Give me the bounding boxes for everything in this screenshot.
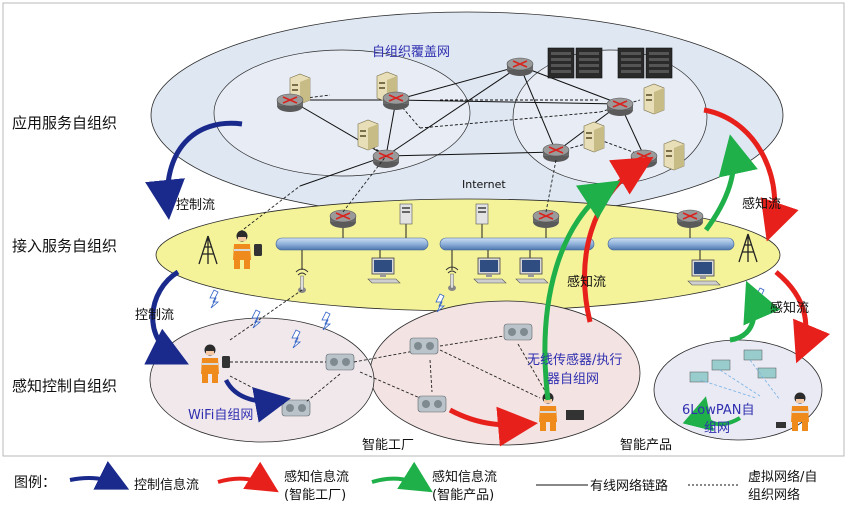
- router-icon: [329, 209, 357, 229]
- sensing-flow-factory-overlay: [703, 107, 799, 242]
- sensor-node-icon: [711, 359, 731, 371]
- lowpan-network-label-line2: 组网: [704, 421, 730, 436]
- laptop-icon: [566, 410, 584, 420]
- access-backbone-pipe: [607, 237, 735, 251]
- router-icon: [276, 93, 304, 113]
- server-rack-icon: [575, 47, 603, 79]
- router-icon: [372, 149, 400, 169]
- legend: 图例： 控制信息流 感知信息流 (智能工厂) 感知信息流 (智能产品) 有线网络…: [14, 460, 817, 503]
- control-flow-label: 控制流: [135, 308, 174, 323]
- server-icon: [475, 203, 489, 225]
- machine-icon: [281, 399, 311, 417]
- wireless-link-icon: [209, 289, 219, 309]
- wifi-ellipse: [149, 317, 375, 443]
- sensing-flow-product-overlay: [703, 134, 758, 232]
- smart-product-label: 智能产品: [620, 438, 672, 453]
- legend-control-arrow: [69, 460, 130, 490]
- virtual-uplinks: [229, 155, 557, 341]
- router-icon: [382, 91, 410, 111]
- wsn-network-label-line2: 器自组网: [547, 372, 599, 387]
- server-icon: [663, 139, 685, 171]
- machine-icon: [417, 395, 447, 413]
- access-backbone-pipe: [275, 237, 429, 251]
- server-rack-icon: [617, 47, 645, 79]
- factory-virtual-links: [359, 335, 549, 399]
- sensor-node-icon: [757, 367, 777, 379]
- sensing-flow-label: 感知流: [567, 274, 606, 290]
- layer-label-access: 接入服务自组织: [12, 237, 117, 255]
- legend-title: 图例：: [14, 475, 56, 491]
- legend-factory-label-line2: (智能工厂): [284, 488, 346, 503]
- legend-virtual-label-line1: 虚拟网络/自: [748, 469, 817, 485]
- phone-icon: [254, 244, 262, 256]
- sensing-flow-label: 感知流: [770, 300, 809, 316]
- router-icon: [506, 57, 534, 77]
- machine-icon: [409, 337, 439, 355]
- sensing-flow-factory-lowpan: [774, 270, 830, 364]
- sensor-node-icon: [743, 349, 763, 361]
- machine-icon: [325, 353, 355, 371]
- lowpan-virtual-links: [699, 359, 781, 401]
- overlay-left-ellipse: [213, 49, 471, 177]
- control-flow-arrow-wifi: [223, 378, 291, 423]
- legend-factory-label-line1: 感知信息流: [284, 469, 349, 485]
- sensing-flow-product-access: [729, 280, 781, 343]
- legend-virtual-label-line2: 组织网络: [748, 487, 800, 503]
- machine-icon: [503, 323, 533, 341]
- router-icon: [606, 97, 634, 117]
- diagram-frame: [2, 2, 845, 457]
- server-icon: [399, 203, 413, 225]
- wireless-link-icon: [755, 287, 765, 307]
- control-flow-arrow-lower: [144, 269, 189, 365]
- sensing-flow-factory-up: [582, 156, 654, 323]
- control-flow-label: 控制流: [176, 198, 215, 213]
- server-rack-icon: [547, 47, 575, 79]
- wsn-network-label-line1: 无线传感器/执行: [527, 352, 622, 368]
- layer-label-sensing: 感知控制自组织: [12, 377, 117, 395]
- sensing-flow-product-lowpan: [682, 396, 742, 432]
- internet-label: Internet: [462, 178, 506, 191]
- phone-icon: [222, 356, 230, 368]
- layer-label-application: 应用服务自组织: [12, 114, 117, 132]
- legend-product-label-line2: (智能产品): [432, 488, 494, 503]
- wireless-link-icon: [321, 311, 331, 331]
- router-icon: [676, 209, 704, 229]
- smart-factory-label: 智能工厂: [362, 438, 414, 453]
- access-backbone-pipe: [439, 237, 595, 251]
- server-rack-icon: [645, 47, 673, 79]
- control-flow-arrow-upper: [145, 120, 243, 220]
- router-icon: [542, 143, 570, 163]
- legend-product-arrow: [371, 461, 433, 493]
- sensing-flow-label: 感知流: [742, 196, 781, 212]
- overlay-network-label: 自组织覆盖网: [372, 45, 450, 60]
- legend-wired-label: 有线网络链路: [590, 478, 668, 494]
- legend-factory-arrow: [217, 461, 279, 493]
- lowpan-network-label-line1: 6LowPAN自: [682, 403, 755, 418]
- legend-product-label-line1: 感知信息流: [432, 469, 497, 485]
- server-icon: [643, 83, 665, 115]
- phone-icon: [776, 422, 786, 428]
- sensing-flow-product-up: [542, 180, 621, 401]
- router-icon: [532, 209, 560, 229]
- sensor-node-icon: [689, 371, 709, 383]
- server-icon: [583, 121, 605, 153]
- wifi-network-label: WiFi自组网: [188, 408, 253, 423]
- sensing-flow-factory-floor: [448, 406, 538, 447]
- legend-control-label: 控制信息流: [134, 477, 199, 493]
- server-icon: [357, 119, 379, 151]
